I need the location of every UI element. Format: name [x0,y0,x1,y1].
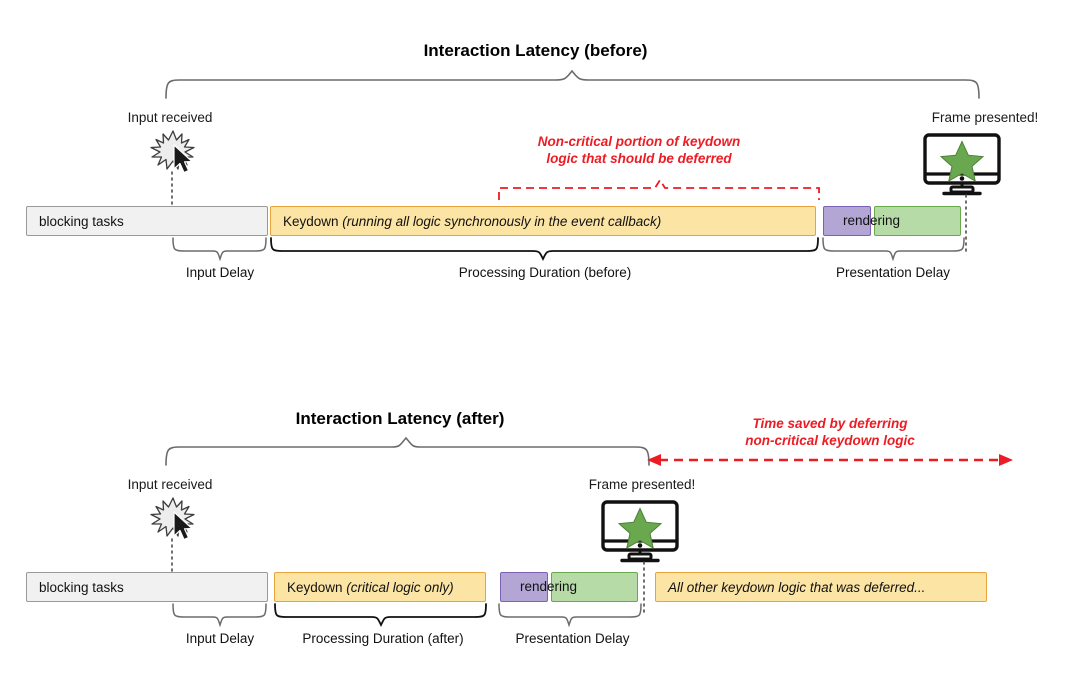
after-annotation-text: Time saved by deferring non-critical key… [665,415,995,450]
after-input-guide-line [171,538,173,579]
before-frame-guide-line [965,194,967,254]
after-brace-presentation-delay [498,603,642,628]
after-brace-processing-duration [274,603,487,628]
after-bar-deferred-work[interactable]: All other keydown logic that was deferre… [655,572,987,602]
before-diagram-title: Interaction Latency (before) [423,41,648,60]
before-total-latency-brace [165,69,980,99]
before-annotation-bracket [498,178,820,200]
before-bar-presentation[interactable] [823,206,871,236]
before-bar-blocking-tasks-label: blocking tasks [39,213,124,229]
after-annotation-line2: non-critical keydown logic [745,433,915,449]
after-bar-presentation[interactable] [500,572,548,602]
star-icon [617,507,663,549]
after-time-saved-arrow [647,454,1013,466]
before-phase-label-presentation-delay: Presentation Delay [835,265,951,280]
before-bar-rendering[interactable] [874,206,961,236]
after-bar-blocking-tasks[interactable]: blocking tasks [26,572,268,602]
star-icon [939,140,985,182]
before-input-received-label: Input received [127,110,213,125]
after-phase-label-presentation-delay: Presentation Delay [515,631,630,646]
before-annotation-line1: Non-critical portion of keydown [537,134,741,149]
monitor-icon [601,500,679,563]
before-frame-presented-label: Frame presented! [931,110,1039,125]
before-phase-label-input-delay: Input Delay [185,265,255,280]
after-bar-blocking-tasks-label: blocking tasks [39,579,124,595]
before-bar-keydown-label: Keydown (running all logic synchronously… [283,213,662,229]
before-bar-keydown[interactable]: Keydown (running all logic synchronously… [270,206,816,236]
mouse-cursor-icon [173,511,193,541]
before-phase-label-processing-duration: Processing Duration (before) [458,265,632,280]
monitor-icon [923,133,1001,196]
after-bar-keydown[interactable]: Keydown (critical logic only) [274,572,486,602]
after-diagram-title: Interaction Latency (after) [295,409,505,428]
before-brace-presentation-delay [822,237,965,262]
after-annotation-line1: Time saved by deferring [752,416,908,431]
after-total-latency-brace [165,436,650,466]
after-bar-rendering[interactable] [551,572,638,602]
after-input-received-label: Input received [127,477,213,492]
after-bar-deferred-work-label: All other keydown logic that was deferre… [668,579,926,595]
after-bar-keydown-label: Keydown (critical logic only) [287,579,454,595]
before-brace-input-delay [172,237,267,262]
after-phase-label-processing-duration: Processing Duration (after) [302,631,464,646]
after-frame-presented-label: Frame presented! [588,477,696,492]
before-input-guide-line [171,171,173,221]
after-phase-label-input-delay: Input Delay [185,631,255,646]
mouse-cursor-icon [173,144,193,174]
after-brace-input-delay [172,603,267,628]
before-annotation-text: Non-critical portion of keydown logic th… [474,133,804,168]
before-bar-blocking-tasks[interactable]: blocking tasks [26,206,268,236]
before-annotation-line2: logic that should be deferred [546,151,732,167]
after-frame-guide-line [643,561,645,613]
before-brace-processing-duration [270,237,819,262]
